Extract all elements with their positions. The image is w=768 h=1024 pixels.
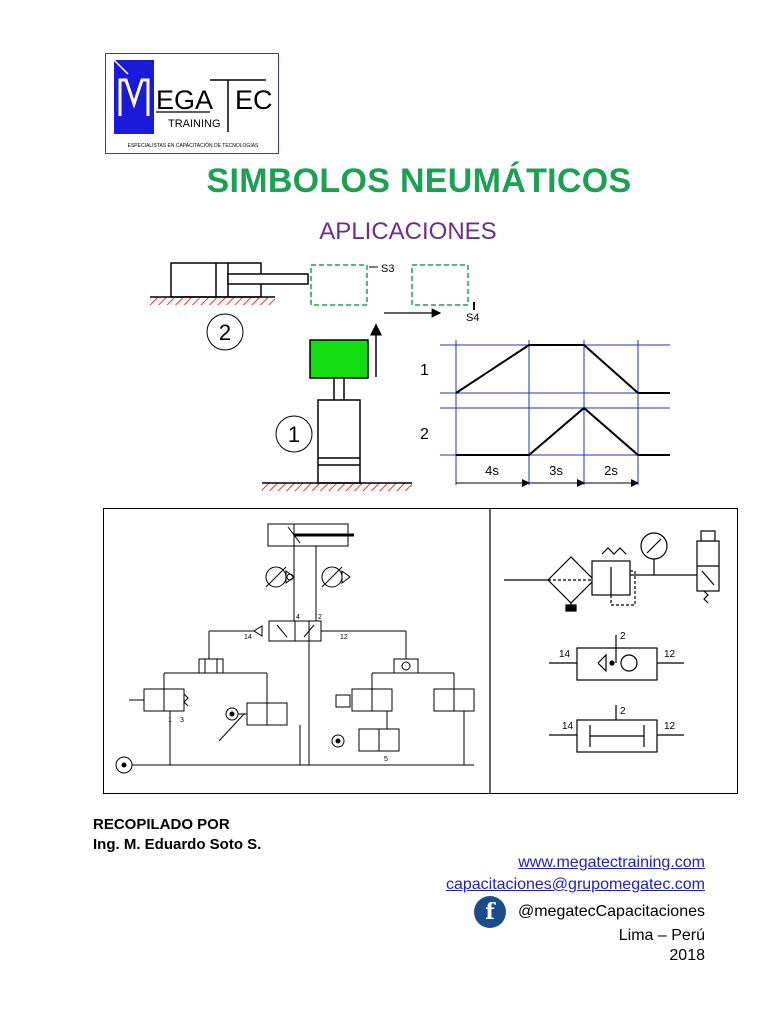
load-block <box>309 339 369 379</box>
credit-line-1: RECOPILADO POR <box>93 816 230 833</box>
facebook-row[interactable]: f @megatecCapacitaciones <box>473 896 705 928</box>
facebook-icon[interactable]: f <box>473 896 506 928</box>
year-label: 2018 <box>669 947 705 964</box>
circuit-port-4: 4 <box>296 614 300 621</box>
pneumatic-circuit-panel: 14 12 4 2 1 3 5 <box>103 508 738 794</box>
credits: RECOPILADO POR Ing. M. Eduardo Soto S. <box>93 815 261 855</box>
megatec-logo: EGA EC TRAINING ESPECIALISTAS EN CAPACIT… <box>105 53 279 154</box>
cylinder-1-label: 1 <box>288 422 300 447</box>
circuit-port-2: 2 <box>318 614 322 621</box>
circuit-port-12: 12 <box>340 634 348 641</box>
circuit-port-1: 1 <box>168 717 172 724</box>
time-label-1: 4s <box>485 463 499 478</box>
circuit-port-14: 14 <box>244 634 252 641</box>
and-port-14: 14 <box>562 721 574 732</box>
facebook-handle: @megatecCapacitaciones <box>517 903 705 920</box>
cylinder-1-body <box>317 399 361 484</box>
time-label-2: 3s <box>549 463 563 478</box>
city-label: Lima – Perú <box>618 927 705 944</box>
page-title: SIMBOLOS NEUMÁTICOS <box>206 162 632 200</box>
graph-row-2: 2 <box>420 426 429 443</box>
graph-row-1: 1 <box>420 362 429 379</box>
logo-slogan: ESPECIALISTAS EN CAPACITACIÓN DE TECNOLO… <box>128 142 259 149</box>
shuttle-port-2: 2 <box>620 631 626 642</box>
logo-brand-left: EGA <box>156 85 213 115</box>
location-year: Lima – Perú 2018 <box>619 926 705 966</box>
displacement-step-diagram: 1 2 4s 3s 2s <box>420 340 670 487</box>
shuttle-port-14: 14 <box>559 649 571 660</box>
cylinder-2-label: 2 <box>219 320 231 345</box>
circuit-port-3: 3 <box>180 717 184 724</box>
page-subtitle: APLICACIONES <box>319 218 497 245</box>
pneumatic-circuit <box>115 523 475 774</box>
logo-brand-right: EC <box>235 85 273 115</box>
sensor-s3-label: S3 <box>381 263 394 275</box>
contact-links: www.megatectraining.com capacitaciones@g… <box>446 852 705 896</box>
credit-line-2: Ing. M. Eduardo Soto S. <box>93 836 262 853</box>
and-port-2: 2 <box>620 706 626 717</box>
cylinder-sequence-diagram: S3 S4 2 1 1 2 4s 3s 2s <box>150 262 670 491</box>
website-link[interactable]: www.megatectraining.com <box>518 854 705 871</box>
and-port-12: 12 <box>664 721 676 732</box>
circuit-port-5: 5 <box>384 756 388 763</box>
logo-tagline: TRAINING <box>168 118 221 130</box>
shuttle-port-12: 12 <box>664 649 676 660</box>
sensor-s4-label: S4 <box>466 312 479 324</box>
time-label-3: 2s <box>604 463 618 478</box>
component-symbols <box>504 530 720 753</box>
email-link[interactable]: capacitaciones@grupomegatec.com <box>445 876 705 893</box>
